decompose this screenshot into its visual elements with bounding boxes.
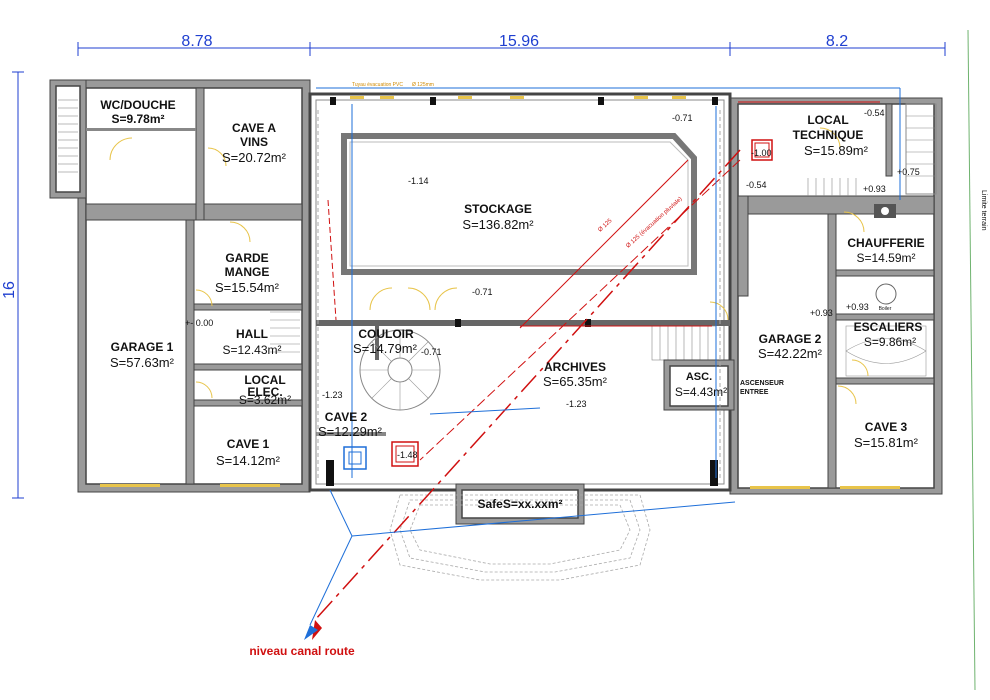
room-chaufferie: CHAUFFERIE S=14.59m² bbox=[847, 236, 924, 265]
level-couloir: -0.71 bbox=[421, 347, 442, 357]
central-block-walls bbox=[316, 97, 735, 486]
cave-a-vins-area: S=20.72m² bbox=[222, 150, 287, 165]
top-window-markers bbox=[100, 96, 900, 489]
local-elec-area: S=3.62m² bbox=[239, 393, 291, 407]
hall-name: HALL bbox=[236, 327, 268, 341]
hall-area: S=12.43m² bbox=[222, 343, 281, 357]
room-garage-1: GARAGE 1 S=57.63m² bbox=[110, 340, 175, 370]
escaliers-area: S=9.86m² bbox=[864, 335, 916, 349]
ascenseur-entree-label: ASCENSEUR ENTREE bbox=[740, 380, 784, 396]
garage-1-area: S=57.63m² bbox=[110, 355, 175, 370]
room-cave-1: CAVE 1 S=14.12m² bbox=[216, 437, 281, 468]
dimension-top-right: 8.2 bbox=[826, 33, 848, 50]
escaliers-name: ESCALIERS bbox=[854, 320, 923, 334]
stockage-name: STOCKAGE bbox=[464, 202, 532, 216]
couloir-name: COULOIR bbox=[358, 327, 414, 341]
drainage-pipes-red bbox=[314, 101, 880, 621]
asc-area: S=4.43m² bbox=[675, 385, 727, 399]
entrance-area bbox=[389, 483, 651, 581]
cave-1-name: CAVE 1 bbox=[227, 437, 270, 451]
room-cave-2: CAVE 2 S=12.29m² bbox=[318, 410, 383, 439]
door-windows bbox=[109, 127, 869, 405]
level-stockage-top: -0.71 bbox=[672, 113, 693, 123]
archives-area: S=65.35m² bbox=[543, 374, 608, 389]
level-red-box-1: -1.00 bbox=[751, 148, 772, 158]
level-cave-2: -1.23 bbox=[322, 390, 343, 400]
dimension-left-height: 16 bbox=[1, 281, 18, 299]
room-hall: HALL S=12.43m² bbox=[222, 327, 281, 357]
room-garde-mange: GARDE MANGE S=15.54m² bbox=[215, 251, 280, 295]
local-elec-name-1: LOCAL bbox=[244, 373, 285, 387]
room-escaliers: ESCALIERS S=9.86m² bbox=[854, 320, 923, 349]
local-technique-name-1: LOCAL bbox=[807, 113, 848, 127]
level-red-box-2: -1.48 bbox=[397, 450, 418, 460]
garde-mange-area: S=15.54m² bbox=[215, 280, 280, 295]
local-elec-name-2: ELEC. bbox=[247, 385, 282, 399]
room-local-technique: LOCAL TECHNIQUE S=15.89m² bbox=[793, 113, 869, 158]
level-archives: -1.23 bbox=[566, 399, 587, 409]
cave-a-vins-name-1: CAVE A bbox=[232, 121, 276, 135]
cave-3-name: CAVE 3 bbox=[865, 420, 908, 434]
level-escaliers: +0.93 bbox=[846, 302, 869, 312]
room-stockage: STOCKAGE S=136.82m² bbox=[462, 202, 534, 232]
ascenseur-entree-line-1: ASCENSEUR bbox=[740, 380, 784, 387]
cave-1-area: S=14.12m² bbox=[216, 453, 281, 468]
level-tech-top: -0.54 bbox=[864, 108, 885, 118]
asc-name: ASC. bbox=[686, 371, 712, 383]
room-local-elec: LOCAL ELEC. S=3.62m² bbox=[239, 373, 291, 407]
cave-a-vins-name-2: VINS bbox=[240, 135, 268, 149]
room-archives: ARCHIVES S=65.35m² bbox=[543, 360, 608, 389]
room-garage-2: GARAGE 2 S=42.22m² bbox=[758, 332, 823, 361]
room-couloir: COULOIR S=14.79m² bbox=[353, 327, 418, 356]
level-tech-stair: +0.93 bbox=[863, 184, 886, 194]
garde-mange-name-2: MANGE bbox=[225, 265, 270, 279]
pipe-a-label: Ø 125 bbox=[597, 218, 614, 234]
local-technique-name-2: TECHNIQUE bbox=[793, 128, 864, 142]
level-stockage-inner: -1.14 bbox=[408, 176, 429, 186]
drainage-pipes-blue bbox=[309, 87, 901, 626]
left-block-walls bbox=[58, 87, 303, 485]
garde-mange-name-1: GARDE bbox=[225, 251, 268, 265]
garage-2-area: S=42.22m² bbox=[758, 346, 823, 361]
local-technique-area: S=15.89m² bbox=[804, 143, 869, 158]
boiler-label: Boiler bbox=[879, 306, 892, 312]
terrain-limit-label: Limite terrain bbox=[980, 190, 987, 231]
level-tech-right: +0.75 bbox=[897, 167, 920, 177]
pipe-label: Tuyau évacuation PVC bbox=[352, 82, 403, 88]
wc-douche-name: WC/DOUCHE bbox=[100, 98, 175, 112]
level-garage-2: +0.93 bbox=[810, 308, 833, 318]
canal-label: niveau canal route bbox=[249, 644, 355, 658]
chaufferie-name: CHAUFFERIE bbox=[847, 236, 924, 250]
level-tech-left: -0.54 bbox=[746, 180, 767, 190]
level-hall-side: +- 0.00 bbox=[185, 318, 213, 328]
dimension-lines bbox=[12, 42, 946, 499]
ascenseur-entree-line-2: ENTREE bbox=[740, 389, 769, 396]
couloir-area: S=14.79m² bbox=[353, 341, 418, 356]
garage-2-name: GARAGE 2 bbox=[759, 332, 822, 346]
archives-name: ARCHIVES bbox=[544, 360, 606, 374]
stockage-area: S=136.82m² bbox=[462, 217, 534, 232]
cave-2-name: CAVE 2 bbox=[325, 410, 368, 424]
garage-1-name: GARAGE 1 bbox=[111, 340, 174, 354]
wc-douche-area: S=9.78m² bbox=[111, 112, 164, 126]
dimension-top-left: 8.78 bbox=[181, 33, 212, 50]
right-block-walls bbox=[737, 103, 937, 489]
cave-2-area: S=12.29m² bbox=[318, 424, 383, 439]
level-stockage-bottom: -0.71 bbox=[472, 287, 493, 297]
room-cave-3: CAVE 3 S=15.81m² bbox=[854, 420, 919, 450]
cave-3-area: S=15.81m² bbox=[854, 435, 919, 450]
chaufferie-area: S=14.59m² bbox=[856, 251, 915, 265]
room-asc: ASC. S=4.43m² bbox=[675, 371, 727, 399]
room-wc-douche: WC/DOUCHE S=9.78m² bbox=[100, 98, 175, 126]
pipe-diameter: Ø 125mm bbox=[412, 82, 434, 88]
safe-label: SafeS=xx.xxm² bbox=[477, 497, 562, 511]
dimension-top-middle: 15.96 bbox=[499, 33, 539, 50]
terrain-limit-line bbox=[967, 29, 976, 691]
room-cave-a-vins: CAVE A VINS S=20.72m² bbox=[222, 121, 287, 165]
